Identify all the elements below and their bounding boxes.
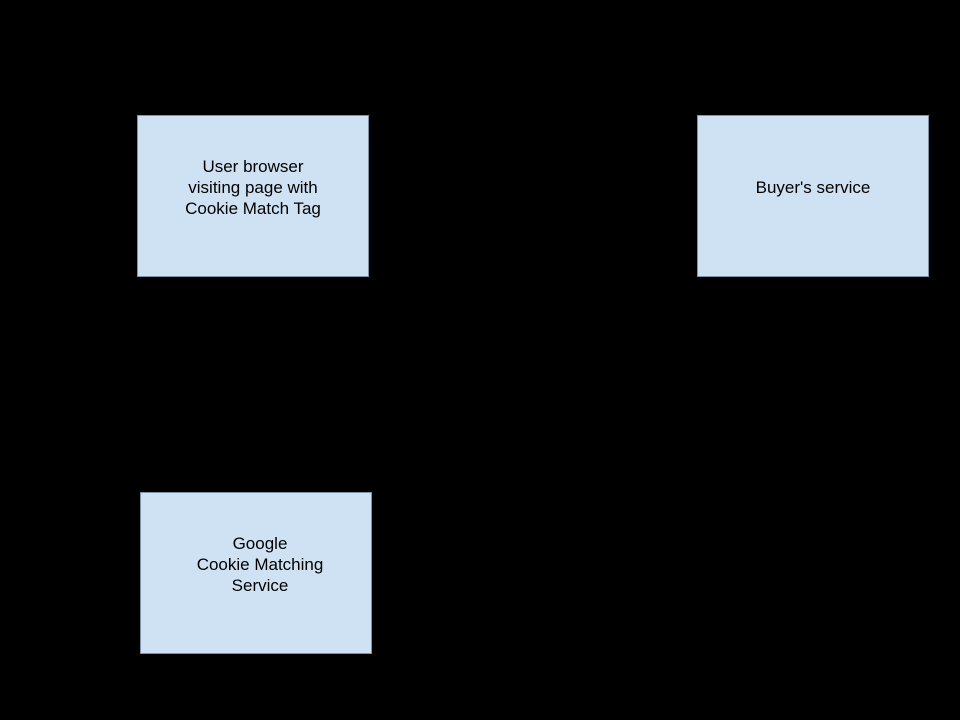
node-label-line: User browser bbox=[202, 156, 304, 176]
node-google-cookie-matching-service-label: Google Cookie Matching Service bbox=[145, 533, 375, 596]
node-label-line: visiting page with bbox=[188, 177, 318, 197]
node-user-browser: User browser visiting page with Cookie M… bbox=[137, 115, 369, 277]
node-google-cookie-matching-service: Google Cookie Matching Service bbox=[140, 492, 372, 654]
node-label-line: Buyer's service bbox=[755, 177, 871, 197]
node-label-line: Service bbox=[231, 575, 289, 595]
node-label-line: Cookie Matching bbox=[196, 554, 324, 574]
node-label-line: Google bbox=[232, 533, 288, 553]
node-label-line: Cookie Match Tag bbox=[185, 198, 321, 218]
node-buyers-service: Buyer's service bbox=[697, 115, 929, 277]
node-user-browser-label: User browser visiting page with Cookie M… bbox=[138, 156, 368, 219]
node-buyers-service-label: Buyer's service bbox=[698, 177, 928, 198]
